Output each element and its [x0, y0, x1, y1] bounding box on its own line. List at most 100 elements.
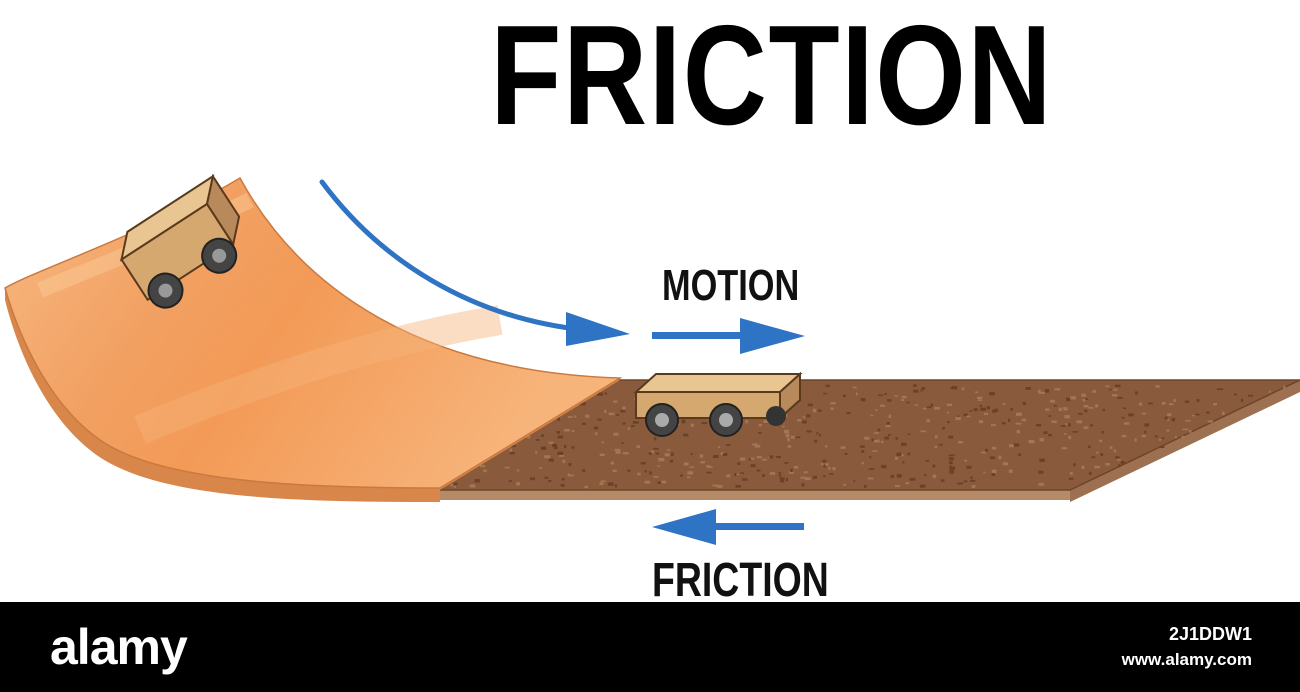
- ground-speck: [947, 411, 949, 414]
- ground-speck: [636, 445, 640, 449]
- ground-speck: [1077, 413, 1083, 415]
- ground-speck: [681, 419, 686, 423]
- ground-speck: [814, 439, 818, 443]
- ground-speck: [535, 439, 540, 441]
- ground-speck: [1045, 408, 1050, 411]
- ground-speck: [1084, 409, 1088, 413]
- ground-speck: [966, 415, 971, 418]
- ground-speck: [920, 389, 923, 392]
- ground-speck: [973, 408, 978, 412]
- ground-speck: [934, 435, 938, 439]
- ground-speck: [637, 472, 641, 476]
- ground-speck: [597, 418, 602, 421]
- ground-speck: [896, 452, 902, 457]
- ground-speck: [1083, 426, 1089, 429]
- ground-speck: [877, 394, 883, 397]
- ground-speck: [790, 468, 793, 472]
- ground-speck: [869, 456, 872, 459]
- ground-speck: [980, 407, 986, 411]
- ground-speck: [608, 412, 615, 416]
- ground-speck: [700, 461, 705, 464]
- ground-speck: [867, 477, 874, 480]
- ground-speck: [769, 472, 776, 475]
- ground-speck: [844, 453, 848, 455]
- ground-speck: [991, 473, 996, 477]
- ground-speck: [964, 459, 968, 462]
- ground-speck: [706, 465, 711, 468]
- ground-speck: [612, 469, 617, 473]
- ground-speck: [690, 453, 693, 455]
- ground-speck: [734, 473, 737, 477]
- brand-logo: alamy: [50, 619, 188, 675]
- ground-speck: [769, 455, 774, 459]
- ground-speck: [622, 406, 626, 410]
- ground-speck: [991, 469, 997, 474]
- ground-speck: [504, 466, 510, 469]
- ground-speck: [930, 403, 933, 407]
- ground-speck: [563, 428, 570, 432]
- ground-speck: [1010, 408, 1013, 411]
- ground-speck: [548, 480, 552, 482]
- ground-speck: [1038, 482, 1044, 486]
- ground-speck: [1081, 465, 1085, 470]
- ground-speck: [989, 392, 995, 396]
- ground-speck: [742, 478, 748, 481]
- ground-speck: [655, 452, 660, 455]
- ground-speck: [940, 479, 945, 482]
- ground-speck: [1068, 435, 1071, 440]
- ground-speck: [554, 446, 558, 450]
- ground-speck: [653, 447, 659, 450]
- ground-speck: [884, 393, 887, 395]
- ground-speck: [1008, 469, 1013, 473]
- ground-speck: [613, 432, 619, 436]
- trajectory-arrow-icon: [319, 179, 630, 346]
- ground-speck: [880, 404, 886, 407]
- ground-speck: [1054, 388, 1061, 391]
- ground-speck: [469, 484, 476, 488]
- ground-speck: [1066, 397, 1071, 402]
- ground-speck: [807, 403, 813, 407]
- ground-speck: [887, 399, 892, 402]
- ground-speck: [597, 392, 603, 396]
- ground-speck: [803, 471, 808, 474]
- ground-speck: [1073, 463, 1076, 467]
- ground-speck: [739, 457, 746, 461]
- ground-speck: [1051, 420, 1057, 423]
- ground-speck: [846, 412, 851, 415]
- ground-speck: [787, 437, 790, 442]
- ground-speck: [622, 452, 629, 455]
- ground-speck: [822, 459, 827, 463]
- ground-speck: [1283, 385, 1286, 389]
- ground-speck: [951, 386, 958, 390]
- ground-speck: [1166, 429, 1170, 432]
- ground-speck: [895, 484, 900, 488]
- ground-speck: [1128, 413, 1134, 417]
- ground-speck: [957, 482, 964, 485]
- ground-speck: [1138, 402, 1143, 406]
- ground-speck: [913, 389, 919, 393]
- ground-speck: [658, 458, 665, 461]
- ground-speck: [582, 469, 586, 473]
- ground-speck: [969, 410, 973, 412]
- ground-speck: [1105, 385, 1110, 388]
- ground-speck: [1233, 393, 1237, 396]
- ground-speck: [1102, 408, 1106, 412]
- ground-speck: [1185, 400, 1190, 403]
- ground-speck: [631, 425, 635, 428]
- ground-speck: [780, 479, 785, 483]
- ground-speck: [1144, 430, 1147, 434]
- ground-speck: [909, 478, 916, 481]
- ground-speck: [683, 462, 689, 466]
- ground-speck: [584, 485, 588, 489]
- ground-speck: [1048, 433, 1052, 437]
- ground-speck: [758, 423, 762, 427]
- ground-speck: [1121, 416, 1125, 419]
- ground-speck: [785, 433, 790, 438]
- ground-speck: [1115, 456, 1120, 459]
- ground-speck: [787, 445, 792, 448]
- ground-speck: [580, 402, 586, 405]
- ground-speck: [509, 448, 513, 452]
- ground-speck: [557, 417, 560, 421]
- ground-speck: [1117, 396, 1123, 399]
- ground-speck: [832, 467, 836, 471]
